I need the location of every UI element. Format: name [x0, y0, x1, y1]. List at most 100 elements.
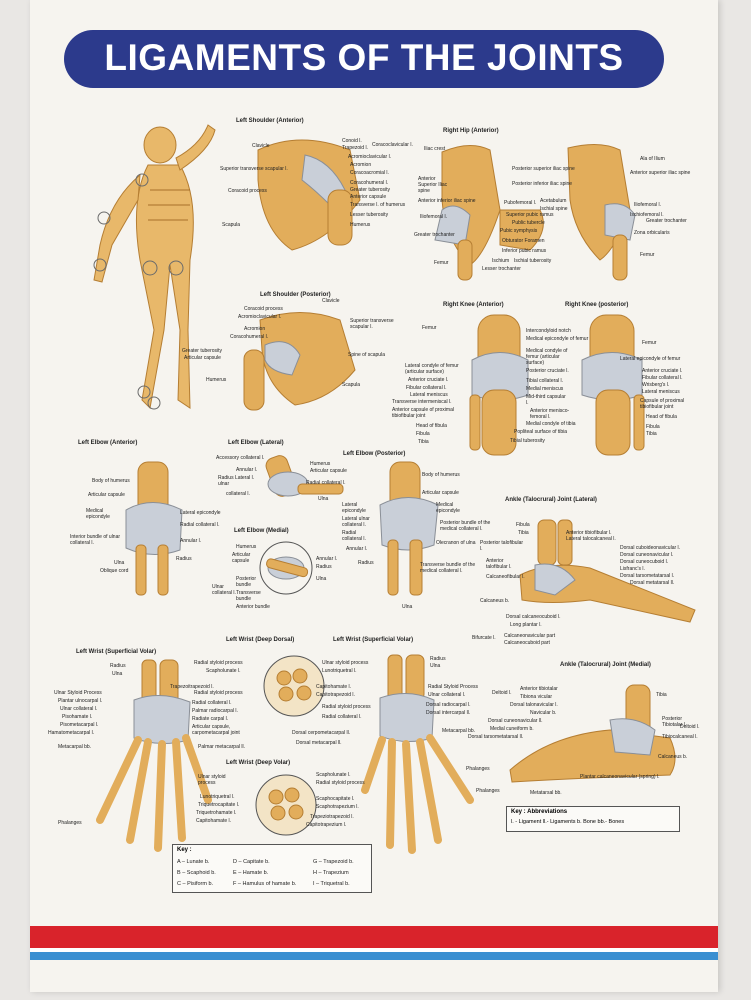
- label: Zona orbicularis: [634, 230, 670, 236]
- label: Ulna: [112, 671, 123, 677]
- label: Long plantar l.: [510, 622, 542, 628]
- label: Navicular b.: [530, 710, 557, 716]
- label: Acromion: [244, 326, 266, 332]
- label: Posterior cruciate l.: [526, 368, 569, 374]
- label: Radial collateral l.: [322, 714, 362, 720]
- key-entry: E – Hamate b.: [233, 870, 269, 876]
- label: Coracoid process: [244, 306, 283, 312]
- label: Radiate carpal l.: [192, 716, 229, 722]
- panel-title-hip-anterior: Right Hip (Anterior): [443, 128, 499, 134]
- label: Phalanges: [58, 820, 82, 826]
- label: Body of humerus: [92, 478, 130, 484]
- label: Capitotrapezoid l.: [316, 692, 355, 698]
- elbow-lateral-art: [265, 455, 344, 497]
- label: Scapholunate l.: [206, 668, 241, 674]
- label: Capsule of proximal tibiofibular joint: [640, 398, 685, 410]
- label: Pubic symphysis: [500, 228, 538, 234]
- panel-title-shoulder-posterior: Left Shoulder (Posterior): [260, 292, 331, 298]
- label: Oblique cord: [100, 568, 129, 574]
- label: Iliac crest: [424, 146, 446, 152]
- abbreviations-text: l. - Ligament ll.- Ligaments b. Bone bb.…: [511, 819, 625, 825]
- label: Dorsal cuneonavicular l.: [620, 552, 674, 558]
- label: Posterior bundle of the medical collater…: [440, 520, 491, 532]
- label: Anterior tibiofibular l.: [566, 530, 612, 536]
- label: Radial styloid process: [194, 690, 243, 696]
- panel-title-elbow-lateral: Left Elbow (Lateral): [228, 440, 284, 446]
- label: Anterior bundle: [236, 604, 270, 610]
- label: Ulnar styloid process: [198, 774, 226, 786]
- label: Pisohamate l.: [62, 714, 93, 720]
- label: Wrisberg's l.: [642, 382, 670, 388]
- label: Lateral epicondyle of femur: [620, 356, 681, 362]
- key-entry: I – Triquetral b.: [313, 881, 350, 887]
- ankle-medial-art: [509, 684, 676, 783]
- label: Phalanges: [466, 766, 490, 772]
- label: Articular capsule: [184, 355, 221, 361]
- label: Lateral talocalcaneal l.: [566, 536, 616, 542]
- label: Dorsal calcaneocuboid l.: [506, 614, 561, 620]
- label: Calcaneofibular l.: [486, 574, 525, 580]
- label: Pubofemoral l.: [504, 200, 537, 206]
- label: Annular l.: [316, 556, 338, 562]
- label: Radius: [430, 656, 446, 662]
- label: Ulna: [114, 560, 125, 566]
- label: Dorsal tarsometatarsal ll.: [468, 734, 524, 740]
- label: Trapezoid l.: [342, 145, 368, 151]
- label: Scapula: [222, 222, 241, 228]
- label: Capitohamate l.: [316, 684, 352, 690]
- label: Annular l.: [346, 546, 368, 552]
- label: Greater trochanter: [646, 218, 687, 224]
- panel-title-wrist-deep-volar: Left Wrist (Deep Volar): [226, 760, 291, 766]
- label: Deltoid l.: [680, 724, 700, 730]
- label: Olecranon of ulna: [436, 540, 476, 546]
- label: Tibiocalcaneal l.: [662, 734, 698, 740]
- label: Annular l.: [236, 467, 258, 473]
- panel-title-knee-anterior: Right Knee (Anterior): [443, 302, 504, 308]
- label: Fibular collateral l.: [642, 375, 683, 381]
- label: Ulnar collateral l.: [212, 584, 236, 596]
- label: Acromioclavicular l.: [348, 154, 392, 160]
- label: Anterior inferior iliac spine: [418, 198, 476, 204]
- label: Radial styloid process: [194, 660, 243, 666]
- label: Radial collateral l.: [306, 480, 346, 486]
- label: Humerus: [236, 544, 257, 550]
- label: Radius: [358, 560, 374, 566]
- label: Dorsal intercarpal ll.: [426, 710, 471, 716]
- label: Lateral meniscus: [642, 389, 680, 395]
- label: Articular capsule: [232, 552, 251, 564]
- label: Coracoid process: [228, 188, 267, 194]
- label: Radial styloid process: [316, 780, 365, 786]
- label: Anterior Superior Iliac spine: [418, 176, 448, 194]
- label: Scapholunate l.: [316, 772, 351, 778]
- label: Phalanges: [476, 788, 500, 794]
- label: Posterior Tibiotalar l.: [662, 716, 687, 728]
- panel-title-elbow-medial: Left Elbow (Medial): [234, 528, 289, 534]
- title-banner: LIGAMENTS OF THE JOINTS: [64, 30, 664, 88]
- label: Anterior capsule of proximal tibiofibula…: [392, 407, 454, 419]
- label: Calcaneus b.: [658, 754, 688, 760]
- label: Metatarsal bb.: [530, 790, 562, 796]
- label: Ischial tuberosity: [514, 258, 552, 264]
- label: Transverse bundle of the medical collate…: [420, 562, 476, 574]
- label: Transverse l. of humerus: [350, 202, 406, 208]
- label: Calcaneus b.: [480, 598, 510, 604]
- label: Head of fibula: [646, 414, 677, 420]
- label: Anterior menisco-femoral l.: [530, 408, 570, 420]
- panel-title-wrist-superficial-volar: Left Wrist (Superficial Volar): [76, 649, 157, 655]
- label: Hamatometacarpal l.: [48, 730, 95, 736]
- label: Greater trochanter: [414, 232, 455, 238]
- label: Triquetrohamate l.: [196, 810, 237, 816]
- label: Head of fibula: [416, 423, 447, 429]
- label: Iliofemoral l.: [634, 202, 661, 208]
- label: Ischial spine: [540, 206, 568, 212]
- red-stripe: [30, 926, 718, 948]
- panel-title-wrist-deep-dorsal: Left Wrist (Deep Dorsal): [226, 637, 295, 643]
- label: Triquetrocapitate l.: [198, 802, 240, 808]
- label: Radial Styloid Process: [428, 684, 479, 690]
- label: Lunotriquetral l.: [322, 668, 357, 674]
- knee-anterior-art: [469, 314, 529, 456]
- shoulder-anterior-art: [257, 139, 361, 251]
- label: Capitohamate l.: [196, 818, 232, 824]
- label: Femur: [434, 260, 449, 266]
- label: Accessory collateral l.: [216, 455, 265, 461]
